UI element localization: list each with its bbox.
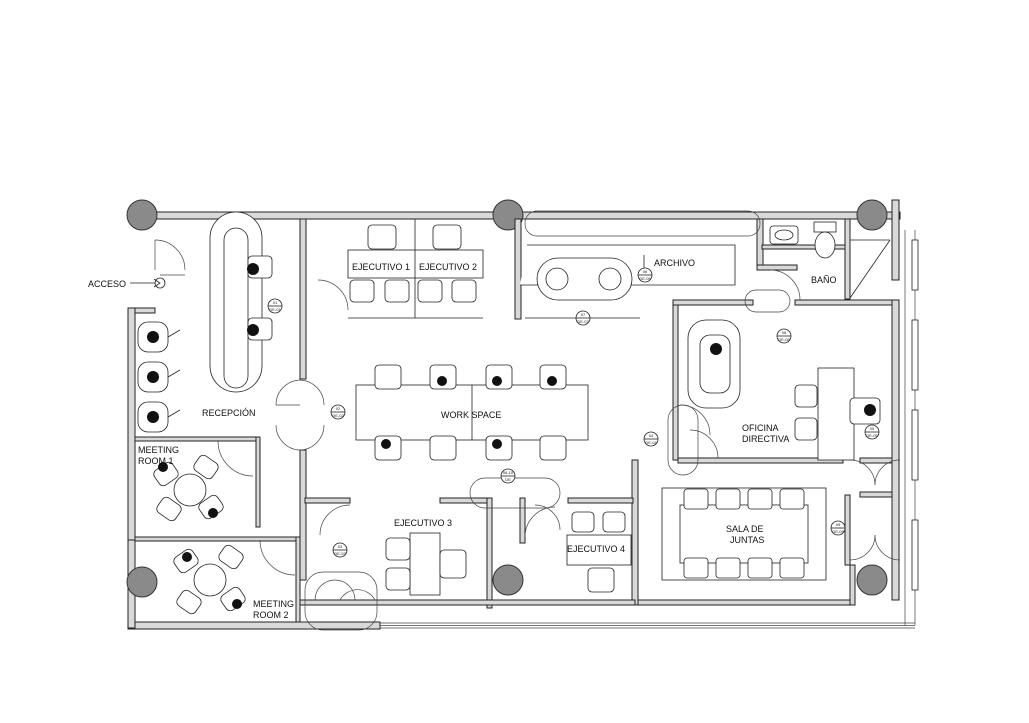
svg-text:06-10: 06-10	[503, 470, 514, 475]
east-wall-lower	[891, 299, 900, 601]
svg-text:03: 03	[338, 544, 343, 549]
reception-desk	[223, 227, 249, 389]
tag-10: 06-10 DE	[500, 468, 516, 484]
svg-text:06: 06	[643, 269, 648, 274]
label-sala-de-juntas-line1: SALA DE	[726, 524, 764, 534]
tag-02: 02 DE-02	[330, 404, 346, 420]
svg-text:01: 01	[273, 300, 278, 305]
svg-text:DE: DE	[505, 477, 511, 482]
windows	[380, 230, 919, 629]
column-se	[856, 564, 888, 596]
label-recepcion: RECEPCIÓN	[202, 408, 256, 418]
label-meeting-room-1-line2: ROOM 1	[138, 456, 174, 466]
meeting-room-1-furniture	[153, 454, 224, 522]
label-meeting-room-2-line1: MEETING	[253, 599, 294, 609]
svg-text:09: 09	[836, 522, 841, 527]
svg-text:DE-03: DE-03	[334, 551, 346, 556]
label-ejecutivo-4: EJECUTIVO 4	[567, 544, 625, 554]
interior-walls	[134, 218, 893, 623]
svg-text:DE-05: DE-05	[866, 433, 878, 438]
label-oficina-directiva-line2: DIRECTIVA	[742, 434, 789, 444]
label-bano: BAÑO	[811, 275, 837, 285]
svg-text:DE-02: DE-02	[332, 413, 344, 418]
access-marker	[130, 277, 166, 289]
tag-06: 06 DE-06	[637, 267, 653, 283]
tag-09: 09 DE-09	[830, 520, 846, 536]
tag-07: 07 DE-07	[575, 310, 591, 326]
label-work-space: WORK SPACE	[441, 410, 501, 420]
west-wall-step	[134, 307, 156, 314]
svg-text:02: 02	[336, 406, 341, 411]
oficina-directiva-furniture	[687, 319, 881, 461]
tag-08: 08 DE-08	[776, 328, 792, 344]
ejecutivo-1-2-furniture	[347, 219, 484, 319]
tag-03: 03 DE-03	[332, 542, 348, 558]
ejecutivo-4-furniture	[566, 511, 632, 593]
label-acceso: ACCESO	[88, 279, 126, 289]
svg-text:DE-06: DE-06	[639, 276, 651, 281]
tag-04: 04 DE-04	[643, 431, 659, 447]
svg-text:DE-08: DE-08	[778, 337, 790, 342]
label-ejecutivo-2: EJECUTIVO 2	[419, 262, 477, 272]
svg-text:DE-04: DE-04	[645, 440, 657, 445]
east-wall-upper	[891, 199, 900, 281]
label-oficina-directiva-line1: OFICINA	[742, 423, 779, 433]
ejecutivo-3-furniture	[385, 532, 467, 596]
sala-corner-wall	[849, 564, 856, 606]
svg-text:DE-09: DE-09	[832, 529, 844, 534]
reception-area	[137, 211, 273, 433]
label-archivo: ARCHIVO	[654, 258, 695, 268]
label-sala-de-juntas-line2: JUNTAS	[730, 535, 764, 545]
svg-text:07: 07	[581, 312, 586, 317]
label-meeting-room-2-line2: ROOM 2	[253, 610, 289, 620]
work-space-furniture	[355, 364, 589, 461]
sala-de-juntas-furniture	[661, 487, 827, 581]
tag-01: 01 DE-01	[267, 298, 283, 314]
structural-columns	[126, 199, 888, 598]
bano-fixtures	[769, 221, 891, 299]
column-ne	[856, 199, 888, 231]
label-ejecutivo-1: EJECUTIVO 1	[352, 262, 410, 272]
column-sw	[126, 566, 158, 598]
svg-text:04: 04	[649, 433, 654, 438]
meeting-room-2-furniture	[173, 544, 246, 615]
south-wall-west	[127, 621, 381, 630]
west-wall-upper	[127, 307, 136, 544]
svg-text:08: 08	[782, 330, 787, 335]
label-ejecutivo-3: EJECUTIVO 3	[394, 518, 452, 528]
svg-text:05: 05	[870, 426, 875, 431]
tag-05: 05 DE-05	[864, 424, 880, 440]
label-meeting-room-1-line1: MEETING	[138, 445, 179, 455]
svg-text:DE-01: DE-01	[269, 307, 281, 312]
column-s	[492, 564, 524, 596]
room-labels: ACCESO RECEPCIÓN MEETING ROOM 1 MEETING …	[88, 258, 837, 620]
archivo-furniture	[520, 244, 736, 319]
svg-text:DE-07: DE-07	[577, 319, 589, 324]
column-nw	[126, 199, 158, 231]
south-wall-east	[635, 599, 852, 606]
elevation-tags: 01 DE-01 02 DE-02 03 DE-03 04 DE-04 05 D…	[267, 267, 880, 558]
